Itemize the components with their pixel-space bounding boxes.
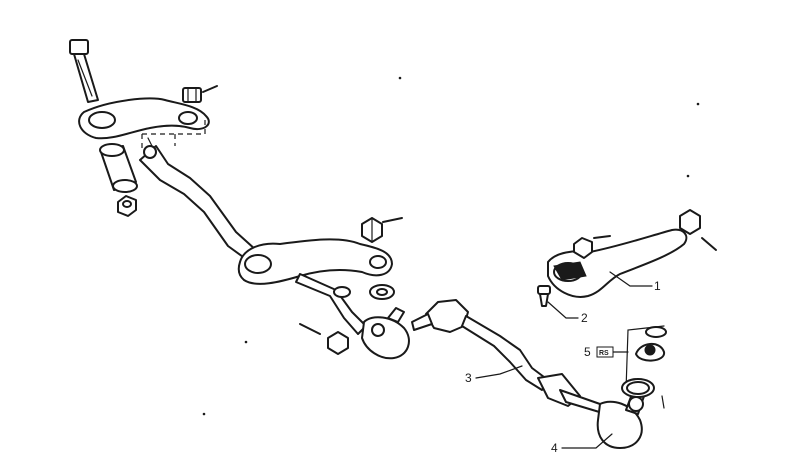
repair-kit <box>621 325 667 409</box>
rs-badge-label: RS <box>599 350 609 357</box>
callout-1: 1 <box>654 279 661 293</box>
alignment-dashes <box>141 120 206 150</box>
nut-lower-left <box>327 331 349 355</box>
callout-4: 4 <box>551 441 558 455</box>
center-link <box>139 137 257 263</box>
bushing-sleeve <box>99 143 138 193</box>
nut-left <box>117 195 137 217</box>
tie-rod-assembly <box>411 299 607 415</box>
cotter-pin-right <box>701 237 717 251</box>
cotter-pin-upper-mid <box>593 235 611 239</box>
castle-nut-top <box>182 87 202 103</box>
rs-badge: RS <box>596 346 614 358</box>
cotter-pin-middle <box>382 217 403 223</box>
callout-5: 5 <box>584 345 591 359</box>
tie-rod-left <box>295 273 367 335</box>
cotter-pin-lower-left <box>299 323 321 335</box>
callout-2: 2 <box>581 311 588 325</box>
pitman-arm <box>78 97 210 140</box>
specks <box>202 76 700 416</box>
ball-joint-left <box>361 307 410 360</box>
idler-arm <box>237 238 393 285</box>
castle-nut-right <box>679 209 701 235</box>
callout-3: 3 <box>465 371 472 385</box>
washer-middle <box>369 284 395 300</box>
bolt-2 <box>537 285 551 307</box>
cotter-pin-top <box>202 85 218 93</box>
castle-nut-middle <box>361 217 383 243</box>
steering-arm-right <box>547 228 688 298</box>
long-bolt <box>69 39 99 103</box>
nut-upper-mid <box>573 237 593 259</box>
